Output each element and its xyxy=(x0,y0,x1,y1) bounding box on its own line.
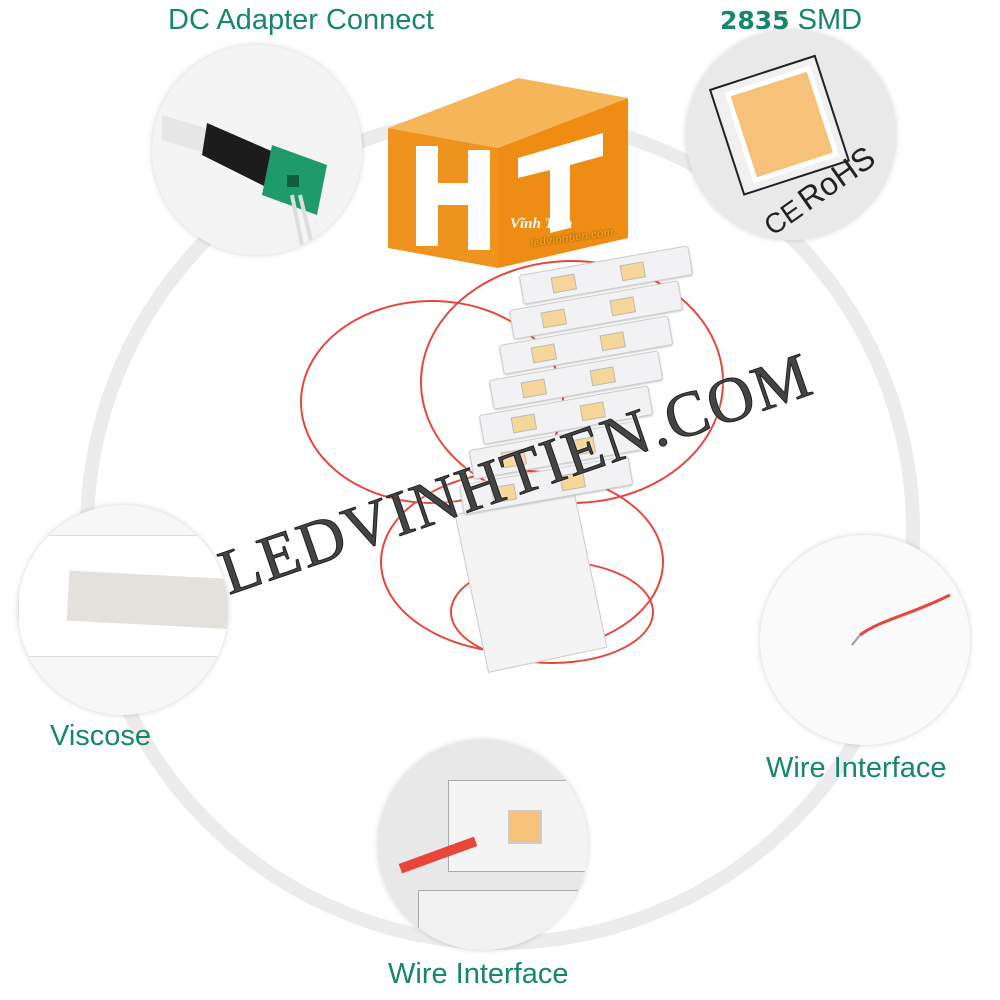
wire-interface-bottom-image xyxy=(378,740,588,950)
label-viscose: Viscose xyxy=(50,720,152,752)
smd-chip-image: RoHS CE xyxy=(686,30,896,240)
logo-name: Vĩnh Tiến xyxy=(510,216,573,232)
dc-connector-icon xyxy=(162,115,327,246)
label-wire-right: Wire Interface xyxy=(766,752,947,784)
wire-interface-right-image xyxy=(760,535,970,745)
ht-logo xyxy=(388,78,628,268)
label-dc-adapter: DC Adapter Connect xyxy=(168,4,434,36)
wire-icon xyxy=(851,593,951,646)
viscose-image xyxy=(18,505,228,715)
label-wire-bottom: Wire Interface xyxy=(388,958,569,990)
dc-adapter-image xyxy=(152,45,362,255)
smd-chip-icon xyxy=(708,54,851,196)
label-smd: 2835 SMD xyxy=(720,4,862,37)
